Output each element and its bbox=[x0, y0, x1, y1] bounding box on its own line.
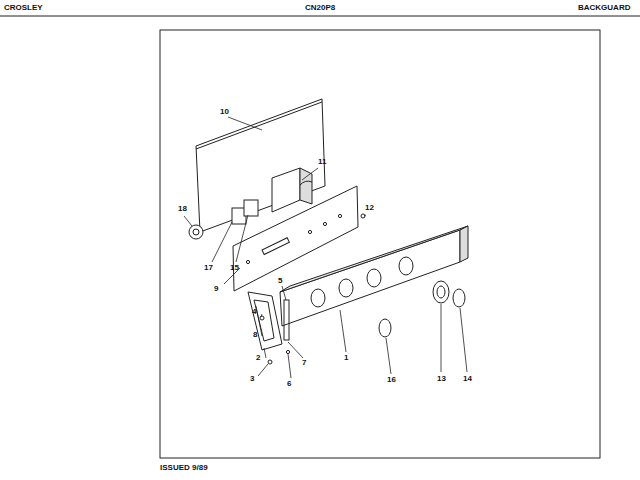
knob bbox=[453, 289, 465, 307]
callout-number: 16 bbox=[387, 376, 396, 384]
callout-number: 17 bbox=[204, 264, 213, 272]
callout-number: 3 bbox=[250, 375, 254, 383]
callout-number: 14 bbox=[463, 375, 472, 383]
screw bbox=[286, 350, 289, 353]
callout-number: 10 bbox=[220, 108, 229, 116]
panel-hole bbox=[338, 214, 341, 217]
header-text: CROSLEY bbox=[4, 4, 43, 12]
callout-number: 11 bbox=[318, 158, 326, 166]
end-strip bbox=[284, 300, 289, 340]
knob-hole bbox=[367, 269, 381, 287]
screw bbox=[260, 316, 264, 320]
callout-number: 2 bbox=[256, 354, 260, 362]
knob-hole bbox=[399, 257, 413, 275]
header-text: ISSUED 9/89 bbox=[160, 464, 208, 472]
timer-dial bbox=[300, 181, 312, 185]
header-text: BACKGUARD bbox=[578, 4, 630, 12]
screw bbox=[361, 214, 365, 218]
leader-lines bbox=[184, 117, 467, 378]
backguard-end bbox=[460, 226, 468, 262]
panel-hole bbox=[308, 230, 311, 233]
panel-hole bbox=[246, 260, 249, 263]
panel-edge bbox=[196, 102, 322, 149]
callout-number: 8 bbox=[253, 331, 257, 339]
frame bbox=[160, 30, 600, 458]
callout-number: 18 bbox=[178, 205, 187, 213]
bracket bbox=[248, 292, 282, 350]
header-rule bbox=[0, 16, 640, 17]
callout-number: 15 bbox=[230, 264, 239, 272]
callout-number: 12 bbox=[365, 204, 374, 212]
callout-number: 7 bbox=[302, 359, 306, 367]
callout-number: 13 bbox=[437, 375, 446, 383]
callout-number: 5 bbox=[278, 277, 282, 285]
callout-number: 6 bbox=[287, 380, 291, 388]
knob-hole bbox=[339, 279, 353, 297]
switch-core bbox=[193, 229, 199, 235]
knob bbox=[433, 281, 449, 303]
timer bbox=[272, 168, 300, 212]
knob-center bbox=[437, 286, 445, 298]
switch bbox=[244, 200, 258, 216]
knob bbox=[379, 319, 391, 337]
header-text: CN20P8 bbox=[305, 4, 335, 12]
callout-number: 4 bbox=[252, 308, 256, 316]
knob-hole bbox=[311, 289, 325, 307]
switch-round bbox=[189, 225, 203, 239]
screw bbox=[268, 360, 272, 364]
callout-number: 1 bbox=[344, 354, 348, 362]
panel-hole bbox=[323, 222, 326, 225]
bracket-cutout bbox=[254, 300, 274, 341]
backguard bbox=[280, 230, 460, 326]
panel-slot bbox=[262, 238, 289, 255]
callout-number: 9 bbox=[214, 285, 218, 293]
